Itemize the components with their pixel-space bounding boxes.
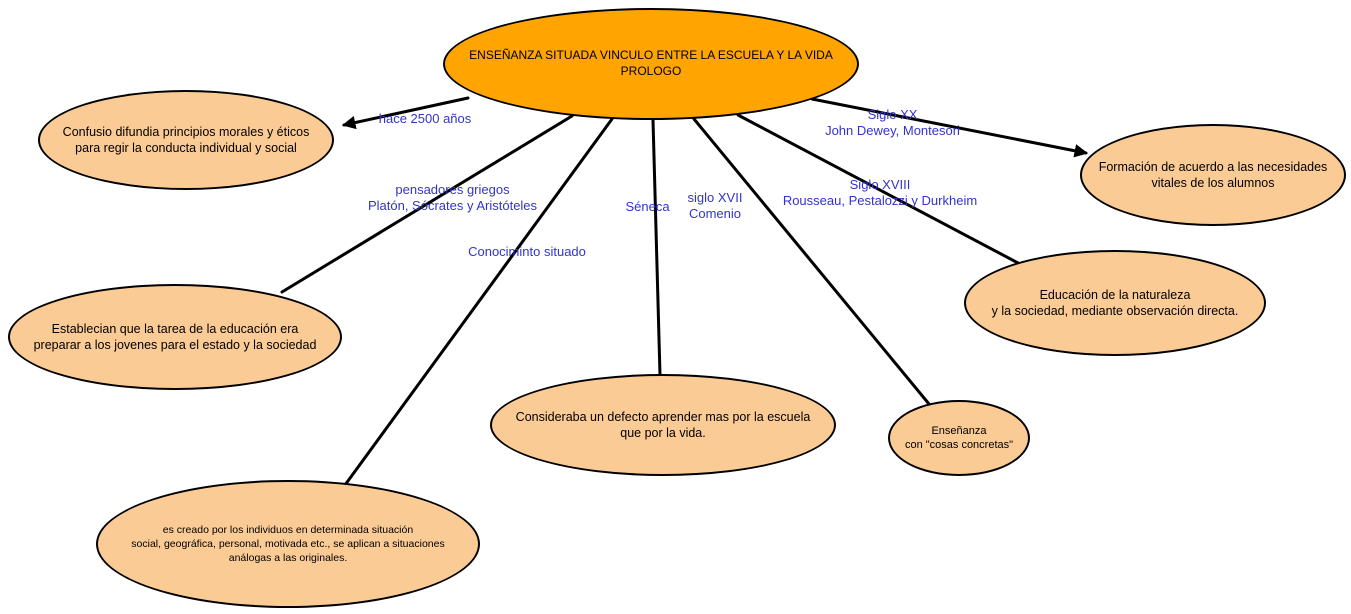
node-central-topic-text: ENSEÑANZA SITUADA VINCULO ENTRE LA ESCUE… xyxy=(469,48,833,78)
node-formacion-necesidades-text: Formación de acuerdo a las necesidades v… xyxy=(1098,159,1328,190)
edge-label-siglo-xviii-rousseau: Siglo XVIII Rousseau, Pestalozzi y Durkh… xyxy=(782,177,978,209)
edge-label-siglo-xvii-comenio: siglo XVII Comenio xyxy=(687,190,743,222)
node-confusio-principios-text: Confusio difundia principios morales y é… xyxy=(62,124,310,155)
edge-label-pensadores-griegos: pensadores griegos Platón, Sócrates y Ar… xyxy=(367,182,538,214)
node-tarea-educacion: Establecian que la tarea de la educación… xyxy=(8,284,342,390)
connector-conocimiento-situado xyxy=(343,117,614,487)
edge-label-siglo-xx-dewey: Siglo XX John Dewey, Montesori xyxy=(825,107,960,139)
connector-establecian xyxy=(280,114,574,294)
connector-educacion-naturaleza xyxy=(736,113,1022,266)
node-confusio-principios: Confusio difundia principios morales y é… xyxy=(38,90,334,190)
connector-seneca xyxy=(651,118,662,377)
node-educacion-naturaleza: Educación de la naturaleza y la sociedad… xyxy=(964,250,1266,356)
node-formacion-necesidades: Formación de acuerdo a las necesidades v… xyxy=(1080,124,1346,226)
edge-label-conocimiento-situado: Conociminto situado xyxy=(468,244,586,259)
edge-label-hace-2500-anos: hace 2500 años xyxy=(378,111,472,126)
node-cosas-concretas: Enseñanza con "cosas concretas" xyxy=(888,400,1030,476)
node-cosas-concretas-text: Enseñanza con "cosas concretas" xyxy=(904,424,1014,451)
node-educacion-naturaleza-text: Educación de la naturaleza y la sociedad… xyxy=(991,287,1239,318)
connector-confusio-arrow xyxy=(342,96,470,130)
node-defecto-escuela-text: Consideraba un defecto aprender mas por … xyxy=(515,409,811,440)
node-central-topic: ENSEÑANZA SITUADA VINCULO ENTRE LA ESCUE… xyxy=(443,8,859,120)
connector-formacion-arrow xyxy=(810,97,1088,158)
connector-cosas-concretas xyxy=(692,117,931,406)
node-tarea-educacion-text: Establecian que la tarea de la educación… xyxy=(33,321,317,352)
node-defecto-escuela: Consideraba un defecto aprender mas por … xyxy=(490,374,836,476)
edge-label-seneca: Séneca xyxy=(625,199,670,214)
node-conocimiento-creado-text: es creado por los individuos en determin… xyxy=(131,523,445,565)
node-conocimiento-creado: es creado por los individuos en determin… xyxy=(96,480,480,608)
